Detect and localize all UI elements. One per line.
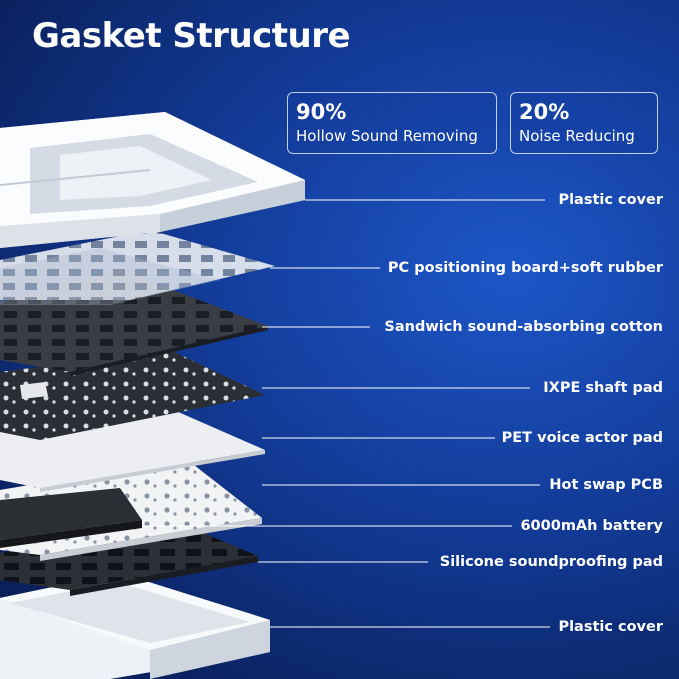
stat-caption: Hollow Sound Removing (296, 127, 478, 145)
stat-value: 20% (519, 100, 570, 124)
label-plastic-cover-bottom: Plastic cover (558, 619, 663, 635)
layer-pc-board (0, 230, 275, 305)
label-battery: 6000mAh battery (520, 518, 663, 534)
stat-noise-reducing: 20% Noise Reducing (510, 92, 658, 154)
stat-hollow-sound: 90% Hollow Sound Removing (287, 92, 497, 154)
label-ixpe-shaft-pad: IXPE shaft pad (543, 380, 663, 396)
layer-top-case (0, 112, 305, 248)
layer-silicone-pad (0, 525, 258, 596)
label-silicone-pad: Silicone soundproofing pad (439, 554, 663, 570)
label-sandwich-cotton: Sandwich sound-absorbing cotton (384, 319, 663, 335)
stat-caption: Noise Reducing (519, 127, 635, 145)
layer-battery (0, 488, 142, 548)
label-pet-voice-pad: PET voice actor pad (501, 430, 663, 446)
label-plastic-cover-top: Plastic cover (558, 192, 663, 208)
stat-value: 90% (296, 100, 347, 124)
label-pc-positioning-board: PC positioning board+soft rubber (387, 260, 663, 276)
label-hot-swap-pcb: Hot swap PCB (549, 477, 663, 493)
leader-lines (142, 199, 550, 628)
layer-bottom-case (0, 573, 270, 679)
layer-ixpe-pad (0, 350, 265, 440)
page-title: Gasket Structure (32, 16, 351, 56)
